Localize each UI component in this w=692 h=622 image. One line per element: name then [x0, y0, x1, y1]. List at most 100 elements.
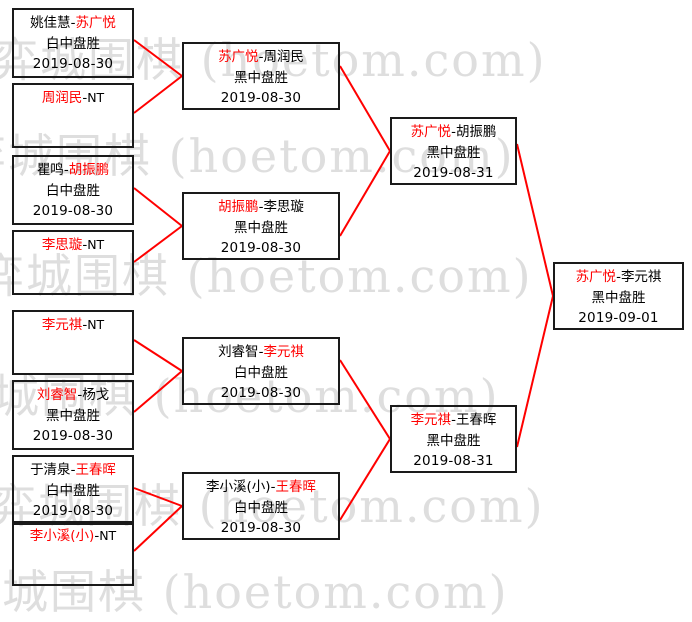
match-players: 苏广悦-胡振鹏: [392, 122, 515, 143]
player-separator: -: [616, 269, 621, 285]
match-date: 2019-08-30: [32, 56, 114, 73]
player-name-2: 王春晖: [75, 462, 116, 478]
player-name-2: 王春晖: [455, 412, 497, 428]
match-date: 2019-08-30: [32, 203, 114, 220]
match-box-r1m8[interactable]: 李小溪(小)-NT: [12, 521, 134, 586]
conn-r1m6-r2m3: [133, 370, 183, 413]
match-result: 黑中盘胜: [234, 219, 288, 236]
player-name-1: 李小溪(小): [206, 479, 271, 495]
match-date: 2019-08-31: [413, 453, 494, 470]
player-name-2: NT: [99, 528, 117, 543]
match-players: 姚佳慧-苏广悦: [14, 13, 132, 34]
match-date: 2019-09-01: [578, 310, 659, 327]
match-players: 李小溪(小)-NT: [14, 526, 132, 547]
match-date: 2019-08-31: [413, 165, 494, 182]
conn-r1m1-r2m1: [133, 39, 183, 77]
match-players: 苏广悦-周润民: [184, 47, 338, 68]
player-name-1: 苏广悦: [575, 269, 617, 285]
match-players: 刘睿智-杨戈: [14, 385, 132, 406]
match-result: 白中盘胜: [234, 499, 288, 516]
match-box-f1[interactable]: 苏广悦-李元祺黑中盘胜 2019-09-01: [553, 262, 684, 330]
player-name-2: NT: [87, 317, 105, 332]
player-name-1: 瞿鸣: [36, 162, 64, 178]
match-date: 2019-08-30: [220, 240, 302, 257]
match-players: 李元祺-NT: [14, 315, 132, 336]
player-name-2: 王春晖: [275, 479, 316, 495]
match-result: 黑中盘胜: [591, 289, 646, 306]
conn-r1m4-r2m2: [133, 225, 183, 263]
match-players: 胡振鹏-李思璇: [184, 197, 338, 218]
match-date: 2019-08-30: [32, 503, 114, 520]
player-separator: -: [70, 462, 76, 478]
player-separator: -: [258, 344, 264, 360]
player-name-2: NT: [87, 90, 105, 105]
match-date: 2019-08-30: [220, 90, 302, 107]
match-result: 黑中盘胜: [234, 69, 288, 86]
match-date: 2019-08-30: [220, 385, 302, 402]
player-name-2: 苏广悦: [75, 15, 116, 31]
conn-r2m4-sf2: [339, 438, 391, 521]
match-result: 白中盘胜: [46, 182, 100, 199]
player-name-1: 李思璇: [41, 237, 83, 253]
player-name-1: 刘睿智: [218, 344, 259, 360]
player-name-2: 李元祺: [263, 344, 304, 360]
match-box-r1m4[interactable]: 李思璇-NT: [12, 230, 134, 295]
player-separator: -: [77, 387, 83, 403]
conn-r1m7-r2m4: [133, 487, 183, 507]
player-separator: -: [63, 162, 69, 178]
match-box-r2m3[interactable]: 刘睿智-李元祺白中盘胜 2019-08-30: [182, 337, 340, 405]
match-result: 黑中盘胜: [426, 432, 481, 449]
match-players: 瞿鸣-胡振鹏: [14, 160, 132, 181]
match-box-sf2[interactable]: 李元祺-王春晖黑中盘胜 2019-08-31: [390, 405, 517, 473]
player-separator: -: [94, 528, 100, 544]
match-result: 白中盘胜: [234, 364, 288, 381]
player-name-2: 胡振鹏: [68, 162, 110, 178]
match-box-r1m5[interactable]: 李元祺-NT: [12, 310, 134, 375]
player-name-1: 胡振鹏: [218, 199, 259, 215]
player-name-1: 姚佳慧: [30, 15, 71, 31]
player-name-1: 周润民: [41, 90, 83, 106]
player-name-1: 李小溪(小): [29, 528, 95, 544]
match-players: 于清泉-王春晖: [14, 460, 132, 481]
conn-sf2-f1: [516, 295, 554, 448]
match-box-r1m7[interactable]: 于清泉-王春晖白中盘胜 2019-08-30: [12, 455, 134, 525]
player-name-2: 李思璇: [263, 199, 304, 215]
conn-r1m8-r2m4: [133, 505, 183, 552]
player-name-1: 刘睿智: [36, 387, 78, 403]
match-date: 2019-08-30: [220, 520, 302, 537]
conn-r1m2-r2m1: [133, 75, 183, 114]
player-name-1: 李元祺: [41, 317, 83, 333]
match-date: 2019-08-30: [32, 428, 114, 445]
player-separator: -: [451, 412, 456, 428]
match-result: 白中盘胜: [46, 35, 100, 52]
player-name-2: 周润民: [263, 49, 304, 65]
player-separator: -: [258, 49, 264, 65]
player-separator: -: [258, 199, 264, 215]
match-box-r2m4[interactable]: 李小溪(小)-王春晖白中盘胜 2019-08-30: [182, 472, 340, 540]
player-separator: -: [70, 15, 76, 31]
match-result: 白中盘胜: [46, 482, 100, 499]
match-players: 周润民-NT: [14, 88, 132, 109]
match-players: 李元祺-王春晖: [392, 410, 515, 431]
conn-r2m2-sf1: [339, 150, 391, 237]
player-name-2: 李元祺: [620, 269, 662, 285]
conn-sf1-f1: [516, 143, 554, 297]
player-separator: -: [82, 237, 88, 253]
match-players: 李小溪(小)-王春晖: [184, 477, 338, 498]
conn-r1m5-r2m3: [133, 339, 183, 372]
match-box-r1m2[interactable]: 周润民-NT: [12, 83, 134, 148]
conn-r2m1-sf1: [339, 65, 391, 152]
match-box-r2m1[interactable]: 苏广悦-周润民黑中盘胜 2019-08-30: [182, 42, 340, 110]
player-separator: -: [82, 90, 88, 106]
match-players: 李思璇-NT: [14, 235, 132, 256]
player-name-2: NT: [87, 237, 105, 252]
conn-r2m3-sf2: [339, 359, 391, 440]
player-name-2: 杨戈: [82, 387, 110, 403]
match-result: 黑中盘胜: [46, 407, 100, 424]
player-separator: -: [82, 317, 88, 333]
